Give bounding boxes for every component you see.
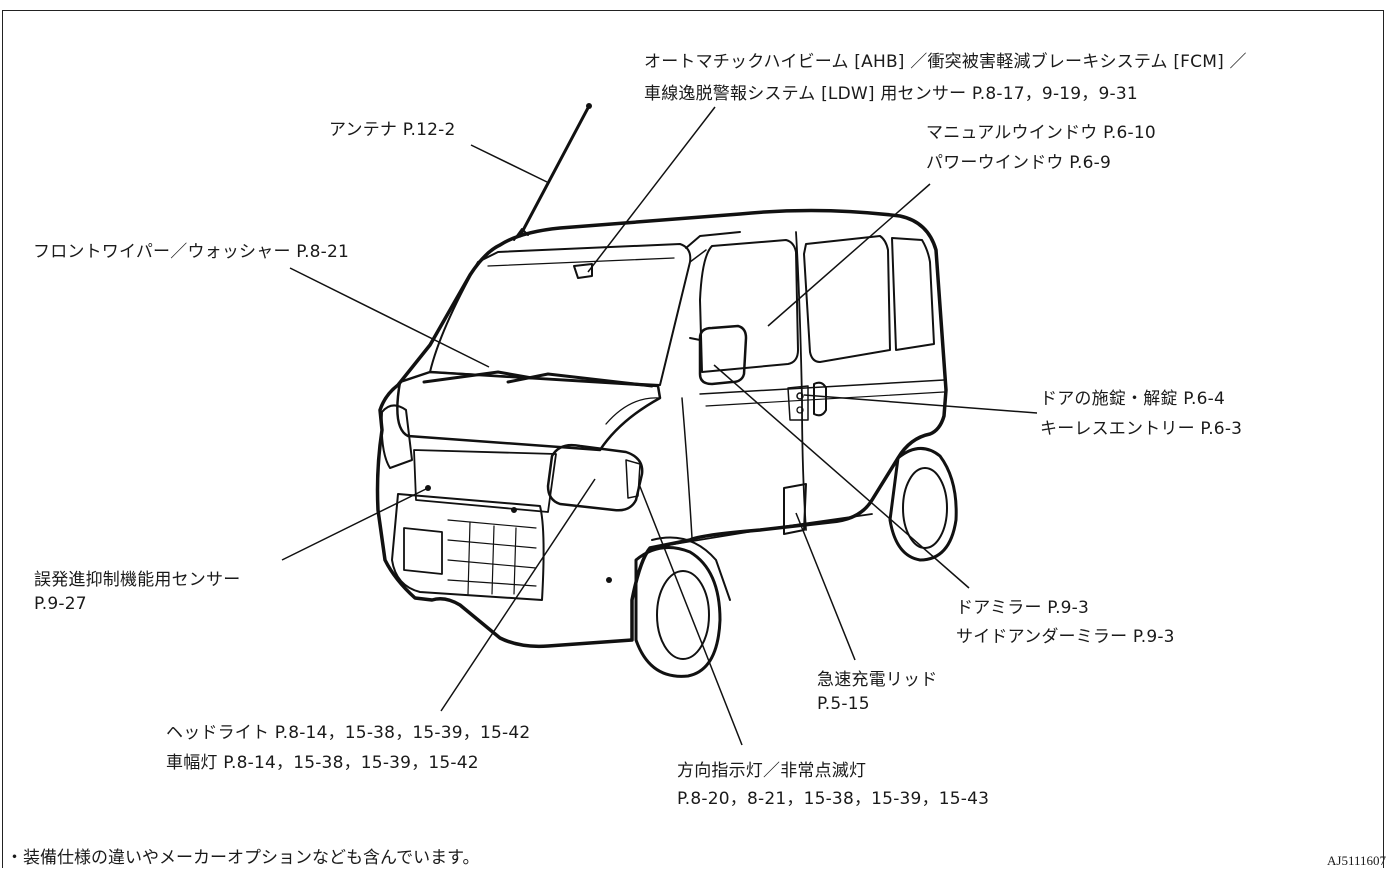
antenna-rod — [518, 104, 591, 238]
callout-ahb-line1: オートマチックハイビーム [AHB] ／衝突被害軽減ブレーキシステム [FCM]… — [644, 52, 1247, 72]
front-wheel — [634, 546, 722, 678]
callout-door-mirror-line2: サイドアンダーミラー P.9-3 — [956, 627, 1175, 647]
callout-turn-signal-line1: 方向指示灯／非常点滅灯 — [677, 761, 867, 781]
hood — [396, 370, 662, 452]
callout-door-lock-line2: キーレスエントリー P.6-3 — [1040, 419, 1243, 439]
callout-turn-signal-line2: P.8-20，8-21，15-38，15-39，15-43 — [677, 789, 990, 809]
callout-wiper: フロントワイパー／ウォッシャー P.8-21 — [33, 240, 349, 264]
door-mirror — [698, 324, 748, 386]
callout-misstart-line2: P.9-27 — [34, 594, 87, 614]
callout-headlight-line1: ヘッドライト P.8-14，15-38，15-39，15-42 — [166, 723, 531, 743]
antenna-tip — [586, 103, 592, 109]
callout-wiper-line1: フロントワイパー／ウォッシャー P.8-21 — [33, 242, 350, 262]
rear-window — [803, 235, 891, 363]
callout-misstart-line1: 誤発進抑制機能用センサー — [34, 570, 241, 590]
leader-lines — [281, 106, 1038, 746]
turn-signal-lamp — [625, 459, 641, 499]
callout-ahb-sensor: オートマチックハイビーム [AHB] ／衝突被害軽減ブレーキシステム [FCM]… — [644, 50, 1247, 106]
callout-antenna: アンテナ P.12-2 — [329, 118, 456, 142]
callout-door-lock-line1: ドアの施錠・解錠 P.6-4 — [1040, 389, 1225, 409]
rear-wheel — [888, 447, 958, 562]
callout-headlight-line2: 車幅灯 P.8-14，15-38，15-39，15-42 — [166, 753, 479, 773]
callout-headlight: ヘッドライト P.8-14，15-38，15-39，15-42 車幅灯 P.8-… — [166, 721, 530, 775]
footnote: ・装備仕様の違いやメーカーオプションなども含んでいます。 — [6, 848, 480, 868]
callout-charge-lid-line1: 急速充電リッド — [817, 670, 938, 690]
callout-misstart-sensor: 誤発進抑制機能用センサー P.9-27 — [34, 568, 240, 616]
diagram-frame — [2, 10, 1384, 868]
callout-door-lock: ドアの施錠・解錠 P.6-4 キーレスエントリー P.6-3 — [1040, 387, 1242, 441]
windshield — [429, 243, 692, 386]
callout-ahb-line2: 車線逸脱警報システム [LDW] 用センサー P.8-17，9-19，9-31 — [644, 84, 1138, 104]
door-handle — [813, 381, 827, 417]
headlamp — [546, 443, 644, 512]
callout-window-line1: マニュアルウインドウ P.6-10 — [926, 123, 1156, 143]
sensor-housing — [573, 263, 593, 279]
wiper-left — [422, 370, 534, 384]
callout-door-mirror: ドアミラー P.9-3 サイドアンダーミラー P.9-3 — [956, 596, 1175, 649]
bumper — [391, 493, 545, 601]
wiper-right — [506, 372, 654, 388]
callout-charge-lid-line2: P.5-15 — [817, 694, 870, 714]
charge-lid — [783, 483, 807, 535]
callout-turn-signal: 方向指示灯／非常点滅灯 P.8-20，8-21，15-38，15-39，15-4… — [677, 759, 989, 811]
callout-door-mirror-line1: ドアミラー P.9-3 — [956, 598, 1090, 618]
callout-antenna-line1: アンテナ P.12-2 — [329, 120, 456, 140]
callout-window: マニュアルウインドウ P.6-10 パワーウインドウ P.6-9 — [926, 121, 1156, 175]
callout-window-line2: パワーウインドウ P.6-9 — [926, 153, 1111, 173]
callout-charge-lid: 急速充電リッド P.5-15 — [817, 668, 937, 716]
figure-code: AJ5111607 — [1327, 853, 1386, 868]
front-door-window — [699, 239, 799, 373]
